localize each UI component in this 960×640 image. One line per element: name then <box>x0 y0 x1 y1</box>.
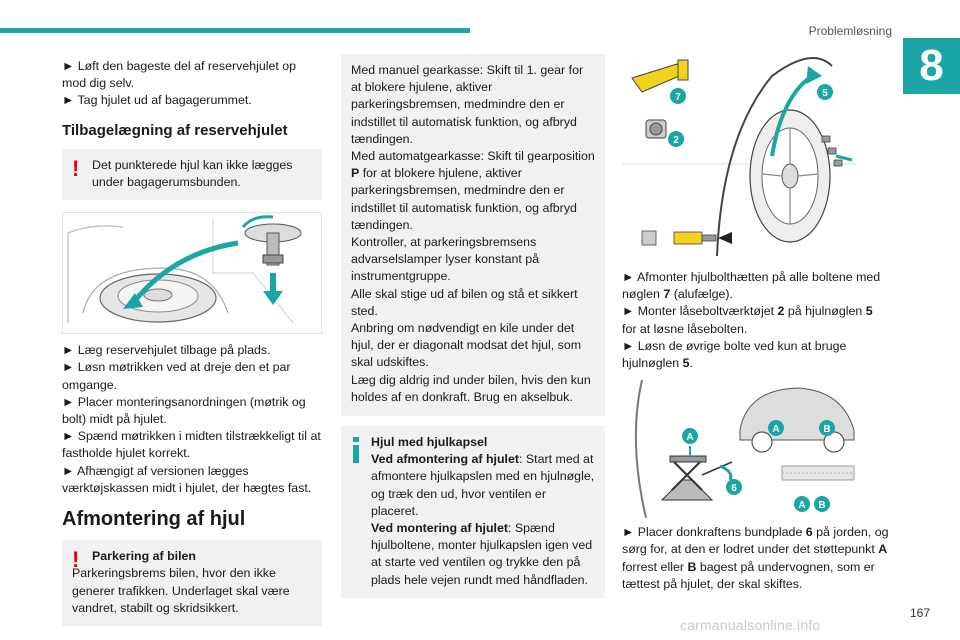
header-accent-bar <box>0 28 470 33</box>
refit-step: ► Læg reservehjulet tilbage på plads. <box>62 343 271 358</box>
gearbox-paragraph: Med automatgearkasse: Skift til gearposi… <box>351 148 595 234</box>
bolt-step-2: ► Monter låseboltværktøjet 2 på hjulnøgl… <box>622 303 890 337</box>
column-2: Med manuel gearkasse: Skift til 1. gear … <box>341 54 605 598</box>
watermark: carmanualsonline.info <box>680 617 821 633</box>
callout-7: 7 <box>675 92 681 103</box>
callout-a-jack: A <box>686 432 693 443</box>
section-title: Problemløsning <box>808 24 892 38</box>
callout-6: 6 <box>731 483 737 494</box>
jack-illustration: A B A 6 A B <box>634 380 855 519</box>
refit-heading: Tilbagelægning af reservehjulet <box>62 121 288 139</box>
info-removal: Ved afmontering af hjulet: Start med at … <box>371 451 595 520</box>
step-ref: B <box>687 559 697 574</box>
step-text: ► Placer donkraftens bundplade <box>622 525 803 540</box>
callout-5: 5 <box>822 88 828 99</box>
bolt-cap-key <box>631 59 689 93</box>
tool-assembly-strip <box>641 230 732 246</box>
page-number: 167 <box>909 606 930 620</box>
info-removal-text: : Start med at afmontere hjulkapslen med… <box>371 452 595 518</box>
loose-bolts <box>821 135 843 167</box>
parking-warning-box: ! Parkering af bilen Parkeringsbrems bil… <box>62 540 322 627</box>
refit-step: ► Afhængigt af versionen lægges værktøjs… <box>62 463 312 495</box>
gear-p-label: P <box>351 166 360 181</box>
trunk-illustration <box>63 213 321 334</box>
gearbox-auto-rest: for at blokere hjulene, aktiver parkerin… <box>351 166 577 232</box>
refit-step: ► Løsn møtrikken ved at dreje den et par… <box>62 360 291 392</box>
info-icon <box>353 437 359 464</box>
wheel-bolt-illustration: 7 2 5 <box>622 57 857 257</box>
mounting-nut <box>244 223 302 266</box>
step-ref: 5 <box>682 356 690 371</box>
parking-text: Parkeringsbrems bilen, hvor den ikke gen… <box>72 566 290 615</box>
gearbox-auto-lead: Med automatgearkasse: Skift til gearposi… <box>351 149 595 164</box>
step-text: bagest på undervognen, som er tættest på… <box>622 559 875 591</box>
warning-icon: ! <box>72 155 80 181</box>
refit-step: ► Placer monteringsanordningen (møtrik o… <box>62 394 306 427</box>
underbody-detail <box>781 465 855 481</box>
step-ref: A <box>878 542 888 557</box>
step-text: ► Afmonter hjulbolthætten på alle bolten… <box>622 270 881 302</box>
bolt-step-1: ► Afmonter hjulbolthætten på alle bolten… <box>622 269 890 303</box>
refit-warning-box: ! Det punkterede hjul kan ikke lægges un… <box>62 148 322 201</box>
intro-line: ► Tag hjulet ud af bagagerummet. <box>62 93 252 108</box>
info-refit: Ved montering af hjulet: Spænd hjulbolte… <box>371 520 595 589</box>
gearbox-paragraph: Alle skal stige ud af bilen og stå et si… <box>351 286 578 318</box>
callout-2: 2 <box>673 135 679 146</box>
jack-figure: A B A 6 A B <box>622 380 860 519</box>
refit-warning-text: Det punkterede hjul kan ikke lægges unde… <box>92 157 293 190</box>
step-text: ► Løsn de øvrige bolte ved kun at bruge … <box>622 338 847 371</box>
callout-a-car: A <box>772 424 779 435</box>
gearbox-paragraph: Med manuel gearkasse: Skift til 1. gear … <box>351 63 584 146</box>
column-1: ► Løft den bageste del af reservehjulet … <box>62 58 322 627</box>
step-text: (alufælge). <box>673 287 733 302</box>
bolt-step-3: ► Løsn de øvrige bolte ved kun at bruge … <box>622 338 890 372</box>
callout-a-detail: A <box>798 500 805 511</box>
step-ref: 7 <box>663 287 671 302</box>
info-refit-text: : Spænd hjulboltene, monter hjulkapslen … <box>371 521 593 587</box>
step-text: ► Monter låseboltværktøjet <box>622 304 775 319</box>
gearbox-paragraph: Anbring om nødvendigt en kile under det … <box>351 321 582 370</box>
step-ref: 2 <box>777 304 785 319</box>
gearbox-box: Med manuel gearkasse: Skift til 1. gear … <box>341 54 605 417</box>
step-text: på jorden, og sørg for, at den er lodret… <box>622 525 889 557</box>
refit-step: ► Spænd møtrikken i midten tilstrækkelig… <box>62 429 321 461</box>
chapter-badge: 8 <box>903 38 960 94</box>
callout-b-detail: B <box>818 500 825 511</box>
intro-line: ► Løft den bageste del af reservehjulet … <box>62 59 297 91</box>
column-3: 7 2 5 <box>622 56 890 593</box>
jack-step: ► Placer donkraftens bundplade 6 på jord… <box>622 524 890 593</box>
info-removal-label: Ved afmontering af hjulet <box>371 452 520 467</box>
wheel-bolt-figure: 7 2 5 <box>622 56 857 261</box>
locking-tool <box>645 119 667 139</box>
parking-title: Parkering af bilen <box>92 549 196 564</box>
step-text: på hjulnøglen <box>787 304 863 319</box>
step-ref: 6 <box>805 525 813 540</box>
info-refit-label: Ved montering af hjulet <box>371 521 508 536</box>
step-period: . <box>689 356 693 371</box>
hubcap-info-box: Hjul med hjulkapsel Ved afmontering af h… <box>341 426 605 598</box>
callout-b-car: B <box>823 424 830 435</box>
info-title: Hjul med hjulkapsel <box>371 435 488 450</box>
spare-wheel-figure <box>62 212 322 335</box>
wheel <box>716 57 833 257</box>
step-text: forrest eller <box>622 559 684 574</box>
warning-icon: ! <box>72 547 80 573</box>
scissor-jack <box>660 455 733 501</box>
gearbox-paragraph: Læg dig aldrig ind under bilen, hvis den… <box>351 372 591 404</box>
remove-heading: Afmontering af hjul <box>62 508 246 531</box>
step-ref: 5 <box>865 304 873 319</box>
step-text: for at løsne låsebolten. <box>622 321 748 336</box>
gearbox-paragraph: Kontroller, at parkeringsbremsens advars… <box>351 235 540 284</box>
